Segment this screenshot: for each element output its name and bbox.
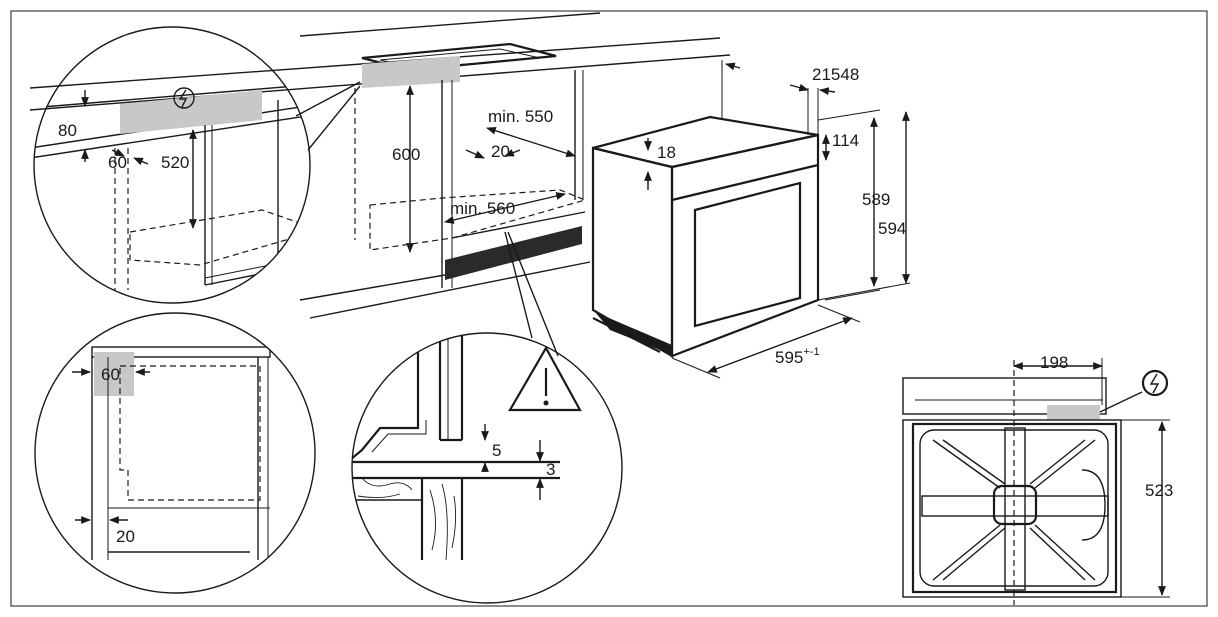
dim-595-tolerance: +-1 (803, 346, 819, 358)
cabinet-niche (29, 12, 731, 319)
dim-589: 589 (862, 190, 890, 209)
detail-circle-bottom-middle (351, 231, 623, 604)
hob-shaded-area (362, 56, 460, 88)
dimension-labels: 80 60 520 600 min. 550 20 min. 560 18 21… (58, 65, 1173, 546)
dim-523: 523 (1145, 481, 1173, 500)
dim-min-550: min. 550 (488, 107, 553, 126)
dim-595-value: 595 (775, 348, 803, 367)
dim-594: 594 (878, 219, 906, 238)
power-connection-icon (173, 87, 195, 109)
dim-21548: 21548 (812, 65, 859, 84)
dim-20-top: 20 (491, 142, 510, 161)
dim-3: 3 (546, 460, 555, 479)
dim-5: 5 (492, 441, 501, 460)
dim-595: 595+-1 (775, 346, 820, 367)
power-connection-icon (1141, 369, 1169, 397)
diagram-border (10, 10, 1208, 607)
dim-80: 80 (58, 121, 77, 140)
dim-20-bottom: 20 (116, 527, 135, 546)
dim-600: 600 (392, 145, 420, 164)
dim-60-bottom: 60 (101, 365, 120, 384)
detail-circle-bottom-left (34, 312, 316, 594)
dim-198: 198 (1040, 353, 1068, 372)
dim-18: 18 (657, 143, 676, 162)
oven-door-window (693, 181, 802, 328)
dim-min-560: min. 560 (450, 199, 515, 218)
dim-60-top: 60 (108, 153, 127, 172)
warning-icon (508, 345, 582, 412)
vent-strip (445, 226, 582, 280)
detail-circle-top-left (33, 26, 361, 304)
hob-top-view (902, 358, 1170, 605)
oven-body (591, 60, 911, 379)
dim-520: 520 (161, 153, 189, 172)
dim-114: 114 (832, 131, 859, 150)
